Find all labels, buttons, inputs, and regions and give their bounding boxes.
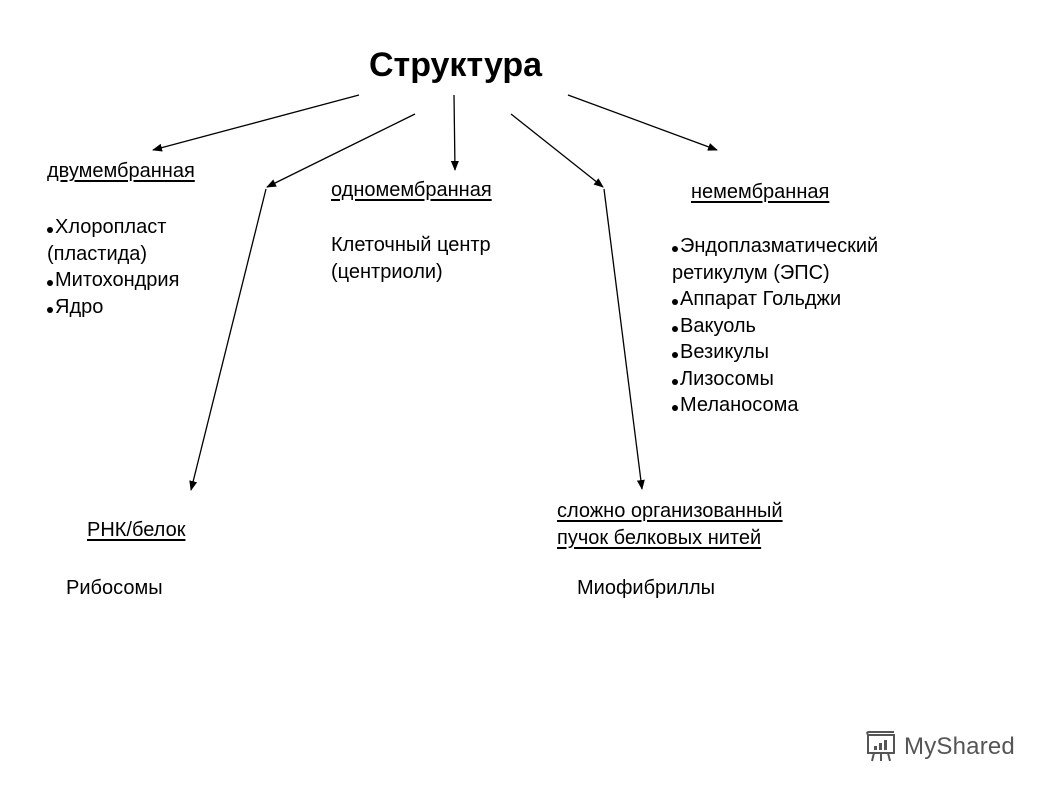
bullet-icon xyxy=(672,378,678,385)
double-membrane-list: Хлоропласт (пластида) Митохондрия Ядро xyxy=(47,214,179,320)
list-item-continuation: ретикулум (ЭПС) xyxy=(672,261,830,284)
list-item: Меланосома xyxy=(672,392,878,419)
single-membrane-content: Клеточный центр (центриоли) xyxy=(331,232,491,285)
list-item: Хлоропласт xyxy=(47,214,179,241)
double-membrane-heading: двумембранная xyxy=(47,160,195,182)
list-item: Лизосомы xyxy=(672,366,878,393)
watermark-logo: MyShared xyxy=(864,731,1015,763)
bullet-icon xyxy=(672,325,678,332)
bullet-icon xyxy=(47,227,53,233)
content-line: (центриоли) xyxy=(331,260,443,283)
arrow-to-fibers xyxy=(603,188,645,490)
list-item: Эндоплазматический xyxy=(672,233,878,260)
arrow-to-rna-protein xyxy=(189,188,267,491)
list-item: Митохондрия xyxy=(47,267,179,294)
bullet-icon xyxy=(47,280,53,286)
list-item-continuation: (пластида) xyxy=(47,242,148,265)
presentation-board-icon xyxy=(866,731,895,762)
list-item: Вакуоль xyxy=(672,313,878,340)
bullet-icon xyxy=(672,299,678,305)
arrow-to-rna-protein-top xyxy=(266,113,416,188)
bullet-icon xyxy=(47,306,53,313)
rna-protein-example: Рибосомы xyxy=(66,577,163,599)
non-membrane-list: Эндоплазматический ретикулум (ЭПС) Аппар… xyxy=(672,233,878,419)
bullet-icon xyxy=(672,246,678,252)
arrow-to-double-membrane xyxy=(152,94,360,152)
arrow-to-non-membrane xyxy=(567,94,718,151)
content-line: Клеточный центр xyxy=(331,234,491,256)
list-item: Ядро xyxy=(47,294,179,321)
watermark-text: MyShared xyxy=(904,733,1015,760)
arrow-to-single-membrane xyxy=(450,94,459,171)
single-membrane-heading: одномембранная xyxy=(331,179,492,201)
bullet-icon xyxy=(672,405,678,411)
rna-protein-heading: РНК/белок xyxy=(87,519,186,541)
protein-fibers-heading: сложно организованный пучок белковых нит… xyxy=(557,500,783,549)
arrow-to-fibers-top xyxy=(510,113,604,188)
bullet-icon xyxy=(672,352,678,358)
protein-fibers-example: Миофибриллы xyxy=(577,577,716,599)
list-item: Аппарат Гольджи xyxy=(672,286,878,313)
diagram-title: Структура xyxy=(369,46,543,84)
list-item: Везикулы xyxy=(672,339,878,366)
non-membrane-heading: немембранная xyxy=(691,181,830,203)
